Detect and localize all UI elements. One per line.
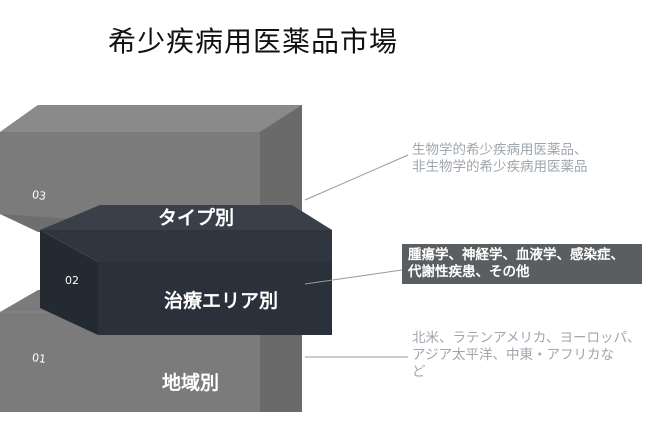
layer-03-number: 03 <box>31 188 47 203</box>
connector-line-03 <box>304 154 409 201</box>
layer-02-description-line: 代謝性疾患、その他 <box>408 264 530 280</box>
layer-01-label: 地域別 <box>162 372 220 394</box>
layer-03-description: 生物学的希少疾病用医薬品、 非生物学的希少疾病用医薬品 <box>412 142 588 176</box>
layer-01-number: 01 <box>31 351 47 366</box>
layer-01-description-line: 北米、ラテンアメリカ、ヨーロッパ、 <box>412 330 641 346</box>
layer-02-number: 02 <box>65 274 79 287</box>
layer-02-block <box>40 205 332 335</box>
layer-03-block <box>0 105 302 232</box>
layer-02-label: 治療エリア別 <box>164 290 279 312</box>
layer-03-description-line: 非生物学的希少疾病用医薬品 <box>412 159 588 175</box>
layer-02-description-line: 腫瘍学、神経学、血液学、感染症、 <box>408 247 624 263</box>
layer-03-description-line: 生物学的希少疾病用医薬品、 <box>412 142 588 158</box>
diagram-title: 希少疾病用医薬品市場 <box>108 25 399 58</box>
layer-01-description: 北米、ラテンアメリカ、ヨーロッパ、 アジア太平洋、中東・アフリカな ど <box>412 330 641 381</box>
layer-02-description: 腫瘍学、神経学、血液学、感染症、 代謝性疾患、その他 <box>402 244 642 284</box>
connector-line-02 <box>304 269 403 285</box>
layer-03-label: タイプ別 <box>158 207 235 229</box>
layer-01-description-line: ど <box>412 364 426 380</box>
layer-01-description-line: アジア太平洋、中東・アフリカな <box>412 347 614 363</box>
